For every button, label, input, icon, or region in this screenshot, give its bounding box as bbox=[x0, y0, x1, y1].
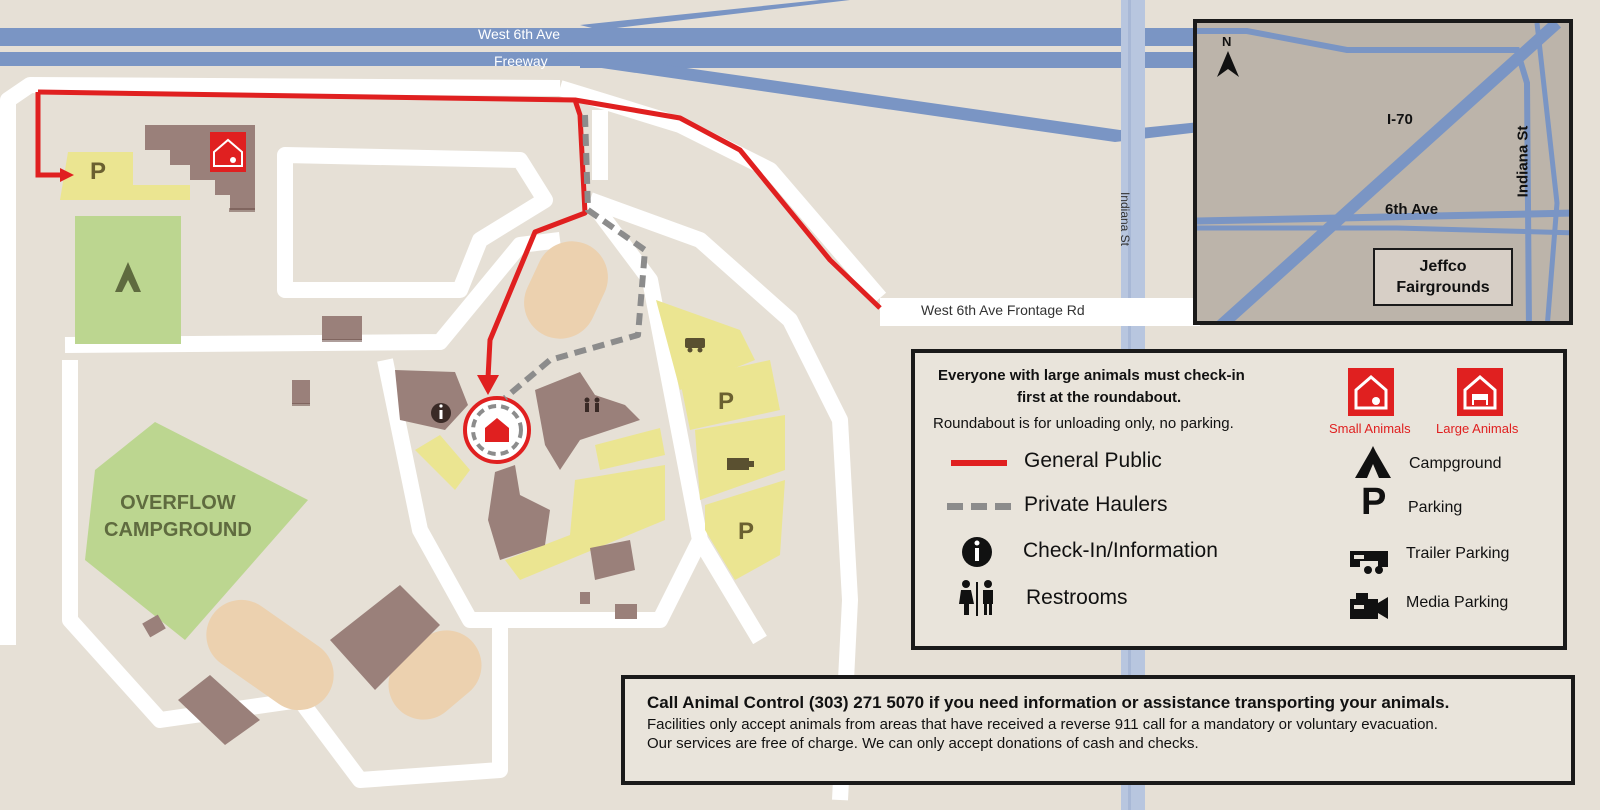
road-label-indiana-st: Indiana St bbox=[1118, 191, 1133, 247]
parking-lots bbox=[60, 152, 785, 580]
inset-roads bbox=[1197, 23, 1569, 321]
info-icon bbox=[431, 403, 451, 423]
restroom-icon bbox=[584, 397, 600, 412]
notice-line3: Our services are free of charge. We can … bbox=[647, 735, 1199, 752]
animal-control-notice: Call Animal Control (303) 271 5070 if yo… bbox=[621, 675, 1575, 785]
overflow-line1: OVERFLOW bbox=[120, 492, 236, 514]
road-label-west-6th-ave: West 6th Ave bbox=[478, 26, 560, 42]
parking-legend-label: Parking bbox=[1408, 499, 1463, 516]
route-general-public-east bbox=[574, 97, 882, 310]
private-haulers-line-icon bbox=[947, 503, 1011, 510]
inset-indiana-label: Indiana St bbox=[1514, 125, 1532, 198]
small-animals-label: Small Animals bbox=[1329, 421, 1411, 436]
notice-line1: Call Animal Control (303) 271 5070 if yo… bbox=[647, 693, 1450, 712]
private-haulers-label: Private Haulers bbox=[1024, 493, 1168, 516]
route-general-public-west bbox=[35, 92, 66, 178]
parking-label: P bbox=[718, 388, 735, 415]
media-icon bbox=[727, 458, 754, 470]
restroom-legend-icon bbox=[959, 580, 993, 616]
parking-legend-icon: P bbox=[1361, 481, 1387, 523]
tent-icon bbox=[115, 262, 141, 292]
inset-i70-label: I-70 bbox=[1387, 111, 1413, 128]
inset-map: N I-70 Indiana St 6th Ave Jeffco Fairgro… bbox=[1193, 19, 1573, 325]
general-public-line-icon bbox=[951, 460, 1007, 466]
legend: Everyone with large animals must check-i… bbox=[911, 349, 1567, 650]
notice-line2: Facilities only accept animals from area… bbox=[647, 716, 1438, 733]
small-animals-house-icon bbox=[1348, 368, 1394, 416]
roundabout bbox=[463, 396, 531, 464]
legend-note-line3: Roundabout is for unloading only, no par… bbox=[933, 415, 1234, 432]
overflow-campground-label: OVERFLOW CAMPGROUND bbox=[104, 490, 252, 544]
trailer-parking-label: Trailer Parking bbox=[1406, 545, 1510, 562]
small-animal-shelter-icon bbox=[210, 132, 246, 172]
parking-label: P bbox=[90, 158, 107, 185]
large-animals-house-icon bbox=[1457, 368, 1503, 416]
trailer-icon bbox=[685, 338, 705, 353]
overflow-line2: CAMPGROUND bbox=[104, 519, 252, 541]
overflow-campground-area bbox=[85, 422, 308, 640]
frontage-road bbox=[880, 298, 1200, 326]
media-parking-label: Media Parking bbox=[1406, 594, 1509, 611]
info-legend-icon bbox=[962, 537, 992, 567]
route-private-haulers bbox=[503, 114, 648, 401]
building-shadows bbox=[229, 208, 362, 406]
trailer-legend-icon bbox=[1350, 551, 1388, 574]
road-label-freeway: Freeway bbox=[494, 53, 548, 69]
media-legend-icon bbox=[1350, 593, 1388, 619]
large-animals-label: Large Animals bbox=[1436, 421, 1519, 436]
highway-west-6th-ave bbox=[0, 0, 1200, 142]
restrooms-label: Restrooms bbox=[1026, 586, 1128, 609]
parking-label: P bbox=[738, 518, 755, 545]
tent-legend-icon bbox=[1355, 446, 1391, 478]
road-label-frontage-rd: West 6th Ave Frontage Rd bbox=[921, 302, 1085, 318]
campground-label: Campground bbox=[1409, 455, 1502, 472]
inset-6th-label: 6th Ave bbox=[1385, 201, 1439, 218]
jeffco-fairgrounds-box: Jeffco Fairgrounds bbox=[1373, 248, 1513, 306]
checkin-label: Check-In/Information bbox=[1023, 539, 1218, 562]
north-arrow-icon bbox=[1217, 51, 1239, 77]
legend-note-line2: first at the roundabout. bbox=[1017, 389, 1182, 406]
inset-north-label: N bbox=[1222, 34, 1232, 49]
fair-line2: Fairgrounds bbox=[1396, 279, 1490, 296]
fair-line1: Jeffco bbox=[1419, 258, 1467, 275]
general-public-label: General Public bbox=[1024, 449, 1162, 472]
legend-note-line1: Everyone with large animals must check-i… bbox=[938, 367, 1245, 384]
